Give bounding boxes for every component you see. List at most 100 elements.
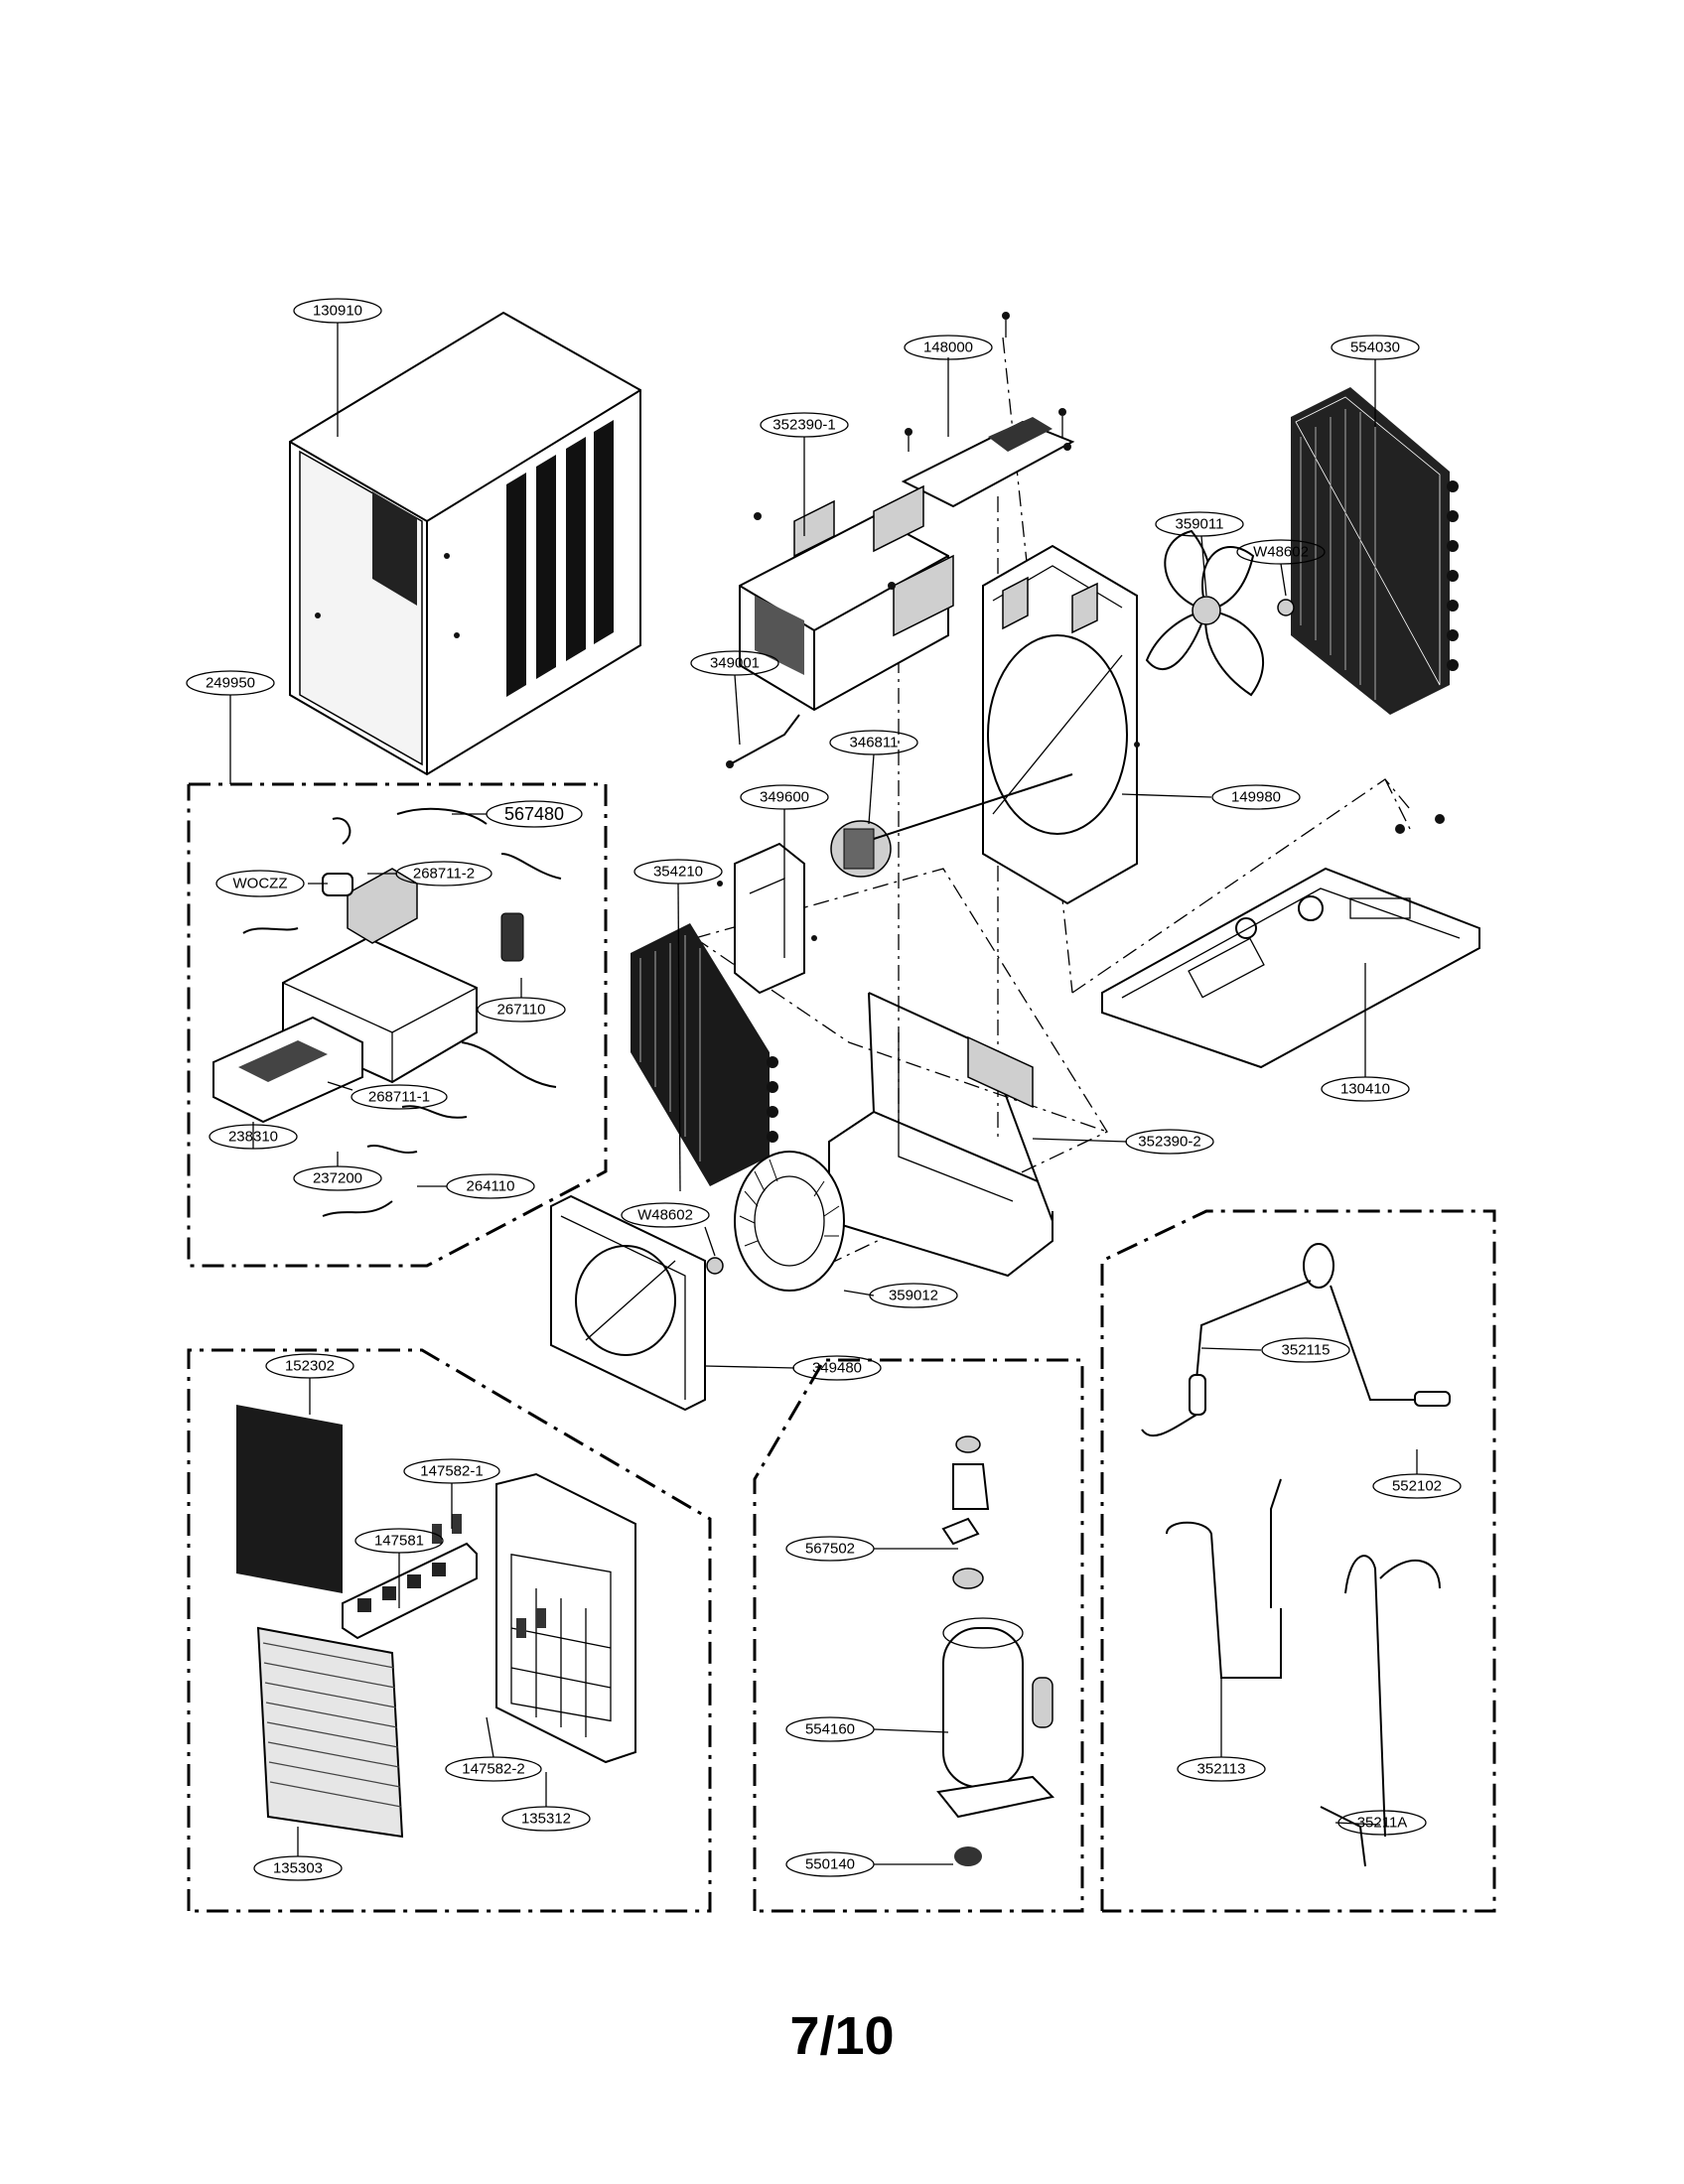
refrigerant-tubes-drawing <box>1141 1243 1451 1867</box>
part-label-text: 554030 <box>1350 340 1400 356</box>
group-boundary-compressor <box>753 1358 1084 1913</box>
part-label-WOCZZ: WOCZZ <box>215 870 305 897</box>
part-label-text: 268711-2 <box>413 866 475 883</box>
part-label-268711-2: 268711-2 <box>395 861 492 887</box>
part-label-249950: 249950 <box>186 670 275 696</box>
part-label-35211A: 35211A <box>1337 1810 1427 1836</box>
part-label-567480: 567480 <box>486 800 583 828</box>
group-boundary-front-grille <box>187 1348 712 1913</box>
front-grille-drawing <box>236 1405 636 1839</box>
part-label-text: 349480 <box>812 1360 862 1377</box>
part-label-130410: 130410 <box>1321 1076 1410 1102</box>
part-label-text: 567502 <box>805 1541 855 1558</box>
fan-motor-drawing <box>830 773 1073 878</box>
part-label-554030: 554030 <box>1331 335 1420 360</box>
part-label-text: 349600 <box>760 789 809 806</box>
part-label-349001: 349001 <box>690 650 779 676</box>
part-label-text: W48602 <box>637 1207 693 1224</box>
part-label-text: 359012 <box>889 1288 938 1304</box>
part-label-text: W48602 <box>1253 544 1309 561</box>
part-label-149980: 149980 <box>1211 784 1301 810</box>
part-label-352113: 352113 <box>1177 1756 1266 1782</box>
part-label-text: 264110 <box>467 1178 515 1195</box>
evaporator-coil-drawing <box>631 923 778 1186</box>
part-label-268711-1: 268711-1 <box>351 1084 448 1110</box>
motor-bracket-drawing <box>717 842 817 995</box>
part-label-352115: 352115 <box>1261 1337 1350 1363</box>
part-label-text: 237200 <box>313 1170 362 1187</box>
part-label-text: 554160 <box>805 1721 855 1738</box>
part-label-152302: 152302 <box>265 1353 354 1379</box>
part-label-354210: 354210 <box>633 859 723 885</box>
part-label-554160: 554160 <box>785 1716 875 1742</box>
part-label-W48602-upper: W48602 <box>1236 539 1326 565</box>
part-label-text: 352115 <box>1282 1342 1331 1359</box>
part-label-text: 149980 <box>1231 789 1281 806</box>
part-label-text: 148000 <box>923 340 973 356</box>
part-label-text: 147581 <box>374 1533 424 1550</box>
part-label-text: 359011 <box>1176 516 1224 533</box>
fan-shroud-drawing <box>982 544 1140 905</box>
part-label-267110: 267110 <box>477 997 566 1023</box>
part-label-147581: 147581 <box>354 1528 444 1554</box>
part-label-text: 552102 <box>1392 1478 1442 1495</box>
part-label-text: 267110 <box>497 1002 546 1019</box>
part-label-text: 147582-2 <box>462 1761 524 1778</box>
base-pan-drawing <box>1101 814 1480 1069</box>
part-label-text: 238310 <box>228 1129 278 1146</box>
part-label-147582-1: 147582-1 <box>403 1458 500 1484</box>
part-label-text: 249950 <box>206 675 255 692</box>
blower-wheel-drawing <box>706 1151 845 1292</box>
part-label-text: 346811 <box>850 735 899 751</box>
group-boundary-control-box <box>187 782 608 1268</box>
part-label-130910: 130910 <box>293 298 382 324</box>
part-label-147582-2: 147582-2 <box>445 1756 542 1782</box>
part-label-text: 35211A <box>1357 1815 1408 1832</box>
condenser-coil-drawing <box>1291 387 1459 715</box>
part-label-550140: 550140 <box>785 1851 875 1877</box>
part-label-148000: 148000 <box>904 335 993 360</box>
top-bracket-drawing <box>901 312 1075 508</box>
part-label-text: 135312 <box>521 1811 571 1828</box>
part-label-135303: 135303 <box>253 1855 343 1881</box>
part-label-552102: 552102 <box>1372 1473 1462 1499</box>
orifice-panel-drawing <box>550 1194 706 1412</box>
air-guide-lower-drawing <box>828 992 1053 1278</box>
control-box-drawing <box>212 807 562 1217</box>
part-label-text: 352390-1 <box>772 417 835 434</box>
page-number: 7/10 <box>789 2006 895 2066</box>
part-label-text: 147582-1 <box>420 1463 483 1480</box>
part-label-text: 268711-1 <box>368 1089 430 1106</box>
part-label-text: 352390-2 <box>1138 1134 1200 1151</box>
part-label-text: 135303 <box>273 1860 323 1877</box>
part-label-349600: 349600 <box>740 784 829 810</box>
part-label-352390-1: 352390-1 <box>760 412 849 438</box>
part-label-text: 550140 <box>805 1856 855 1873</box>
compressor-drawing <box>936 1435 1055 1866</box>
part-label-359011: 359011 <box>1155 511 1244 537</box>
part-label-text: 152302 <box>285 1358 335 1375</box>
part-label-352390-2: 352390-2 <box>1125 1129 1214 1155</box>
air-guide-upper-drawing <box>739 484 954 712</box>
part-label-text: 352113 <box>1197 1761 1246 1778</box>
part-label-346811: 346811 <box>829 730 918 755</box>
outer-cabinet-drawing <box>289 311 641 776</box>
part-label-237200: 237200 <box>293 1165 382 1191</box>
part-label-135312: 135312 <box>501 1806 591 1832</box>
part-label-567502: 567502 <box>785 1536 875 1562</box>
part-label-238310: 238310 <box>209 1124 298 1150</box>
part-label-text: 354210 <box>653 864 703 881</box>
part-label-text: 567480 <box>504 804 564 824</box>
part-label-359012: 359012 <box>869 1283 958 1308</box>
part-label-text: 349001 <box>710 655 760 672</box>
part-label-349480: 349480 <box>792 1355 882 1381</box>
part-label-W48602-lower: W48602 <box>621 1202 710 1228</box>
part-label-text: WOCZZ <box>233 876 288 892</box>
condenser-fan-drawing <box>1145 529 1295 697</box>
leader-lines <box>229 323 1418 1865</box>
part-label-text: 130910 <box>313 303 362 320</box>
group-boundary-refrigerant-tubes <box>1100 1209 1496 1913</box>
wire-clip-drawing <box>726 714 800 768</box>
part-label-264110: 264110 <box>446 1173 535 1199</box>
